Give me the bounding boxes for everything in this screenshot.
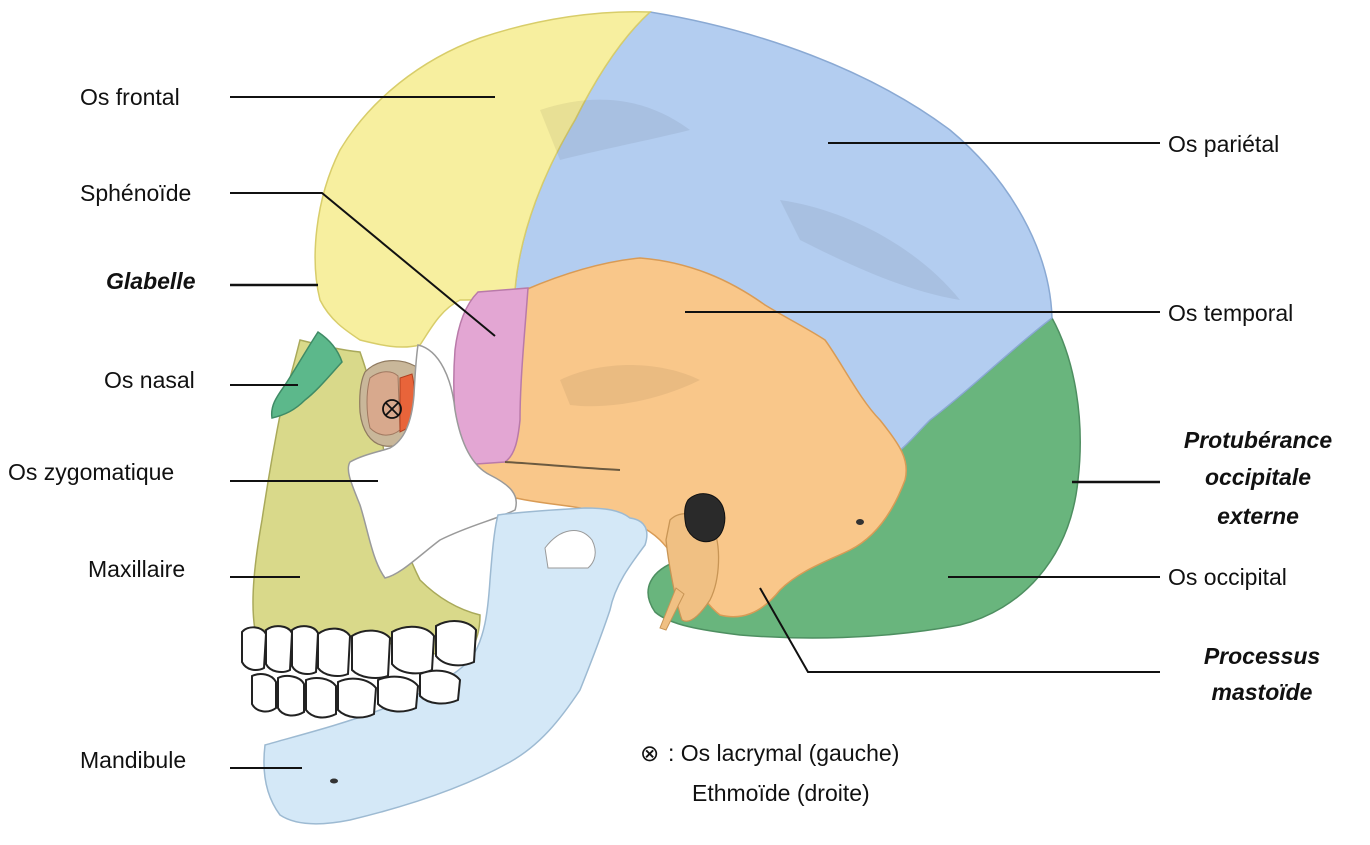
lower-tooth — [306, 678, 336, 717]
lower-tooth — [338, 679, 376, 718]
ear-canal — [685, 494, 725, 542]
legend: ⊗ : Os lacrymal (gauche) Ethmoïde (droit… — [640, 740, 899, 806]
legend-line2: Ethmoïde (droite) — [692, 780, 870, 806]
lower-tooth — [420, 671, 460, 704]
label-occipital: Os occipital — [1168, 564, 1287, 590]
label-zygomatique: Os zygomatique — [8, 459, 174, 485]
legend-line1: : Os lacrymal (gauche) — [668, 740, 899, 766]
label-frontal: Os frontal — [80, 84, 180, 110]
label-sphenoide: Sphénoïde — [80, 180, 191, 206]
lower-tooth — [378, 677, 418, 712]
mental-foramen — [330, 779, 338, 784]
label-processus-line1: Processus — [1204, 643, 1320, 669]
lacrymal-bone — [367, 372, 400, 435]
upper-tooth — [352, 631, 390, 678]
label-protuberance-line1: Protubérance — [1184, 427, 1332, 453]
teeth — [242, 621, 476, 717]
label-protuberance-line3: externe — [1217, 503, 1299, 529]
label-temporal: Os temporal — [1168, 300, 1293, 326]
legend-symbol-icon: ⊗ — [640, 740, 659, 766]
upper-tooth — [292, 626, 318, 674]
upper-tooth — [242, 627, 266, 670]
skull-illustration — [242, 12, 1080, 824]
label-nasal: Os nasal — [104, 367, 195, 393]
sphenoid-bone — [454, 288, 528, 465]
lower-tooth — [278, 676, 304, 715]
label-mandibule: Mandibule — [80, 747, 186, 773]
label-maxillaire: Maxillaire — [88, 556, 185, 582]
label-processus-line2: mastoïde — [1212, 679, 1313, 705]
label-glabelle: Glabelle — [106, 268, 196, 294]
upper-tooth — [392, 627, 434, 674]
upper-tooth — [266, 626, 292, 672]
upper-tooth — [436, 621, 476, 665]
label-parietal: Os pariétal — [1168, 131, 1279, 157]
upper-tooth — [318, 629, 350, 676]
lower-tooth — [252, 674, 276, 711]
label-protuberance-line2: occipitale — [1205, 464, 1311, 490]
mastoid-foramen — [856, 519, 864, 525]
